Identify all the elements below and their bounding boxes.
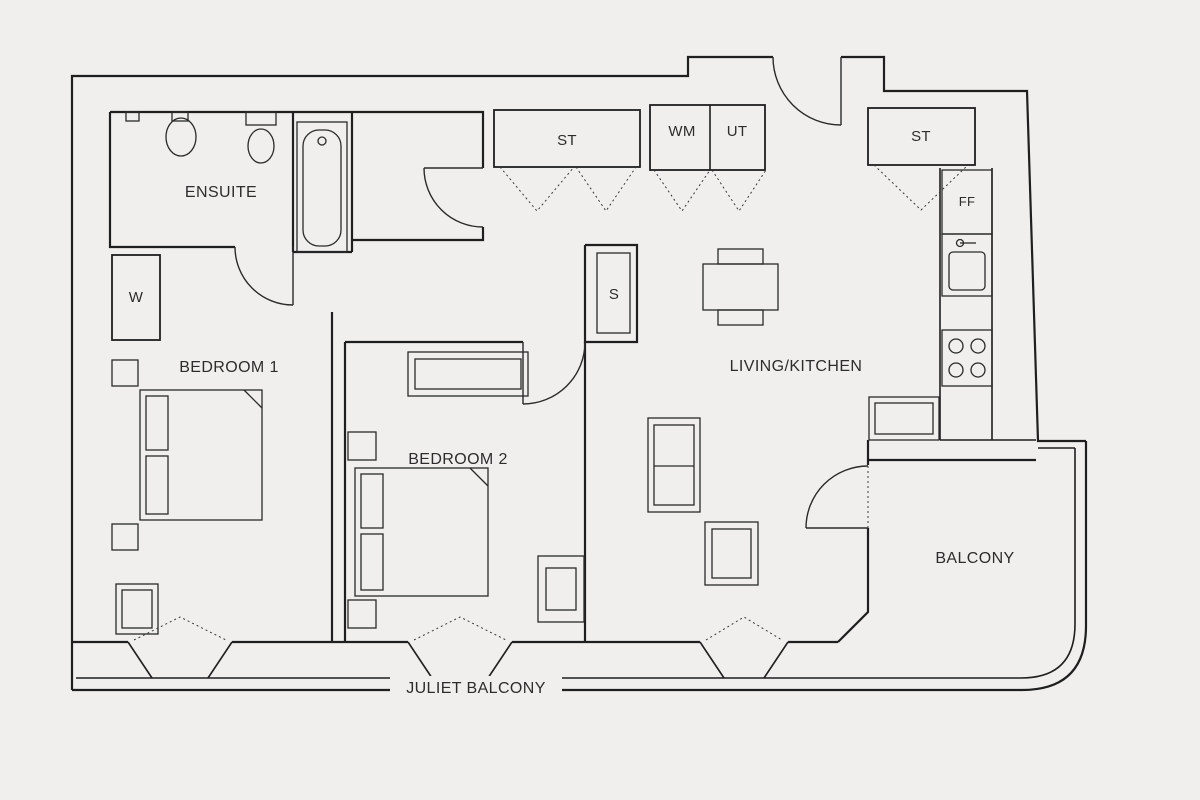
window-swing xyxy=(133,616,227,641)
cupboard-swing xyxy=(499,166,575,212)
storage-units xyxy=(493,104,976,334)
dining-table xyxy=(702,263,779,311)
balcony-outer-rail xyxy=(72,441,1088,692)
sink-unit xyxy=(941,233,993,297)
label-fridge-freezer: FF xyxy=(959,194,975,209)
nightstand xyxy=(111,359,139,387)
nightstand xyxy=(111,523,139,551)
bed2-pillow xyxy=(360,473,384,529)
shower-room-door xyxy=(423,167,484,228)
bed1 xyxy=(139,389,263,521)
label-wardrobe: W xyxy=(129,289,144,306)
outer-wall-top-right xyxy=(841,55,1086,443)
bathroom-fixtures xyxy=(125,111,348,253)
label-washing-machine: WM xyxy=(668,123,695,140)
bathtub-inner xyxy=(302,129,342,247)
ensuite-walls xyxy=(108,110,354,254)
window-bays xyxy=(127,641,789,679)
tv-unit-inner xyxy=(711,528,752,579)
sink-bowl xyxy=(948,251,986,291)
nightstand xyxy=(347,599,377,629)
cupboard-swing xyxy=(711,169,767,212)
dining-chair xyxy=(717,309,764,326)
juliet-label-bg xyxy=(390,676,562,698)
desk xyxy=(537,555,585,623)
bedroom2-door xyxy=(522,341,586,405)
nightstand xyxy=(347,431,377,461)
room-labels: ENSUITE W BEDROOM 1 BEDROOM 2 S ST WM UT… xyxy=(129,123,1014,698)
shelf-unit-inner xyxy=(653,424,695,506)
doors xyxy=(234,56,869,529)
label-living-kitchen: LIVING/KITCHEN xyxy=(730,358,863,375)
wardrobe-box xyxy=(111,254,161,341)
entrance-door xyxy=(772,56,842,126)
kitchen-fixtures xyxy=(868,169,993,441)
balcony-door xyxy=(805,465,869,529)
basin-tap xyxy=(171,111,189,122)
storage-hall-box xyxy=(493,109,641,168)
bed1-fold xyxy=(243,389,263,409)
bed1-pillow xyxy=(145,455,169,515)
hob-burner xyxy=(970,362,986,378)
toilet-bowl xyxy=(247,128,275,164)
outer-wall-left-top xyxy=(70,55,773,690)
dresser xyxy=(115,583,159,635)
furniture xyxy=(111,248,779,635)
dresser-inner xyxy=(121,589,153,629)
shower-room-walls xyxy=(352,110,485,242)
label-cupboard: S xyxy=(609,286,619,303)
cupboard-walls xyxy=(583,243,639,344)
dresser2-inner xyxy=(414,358,522,390)
tv-unit xyxy=(704,521,759,586)
cupboard-swing xyxy=(653,169,711,212)
label-ensuite: ENSUITE xyxy=(185,184,257,201)
label-bedroom2: BEDROOM 2 xyxy=(408,451,508,468)
bathtub xyxy=(296,121,348,253)
label-balcony: BALCONY xyxy=(935,550,1014,567)
window-swing xyxy=(413,616,507,641)
bed1-pillow xyxy=(145,395,169,451)
hob-burner xyxy=(970,338,986,354)
outer-walls xyxy=(70,55,1088,692)
bed2-fold xyxy=(469,467,489,487)
hob xyxy=(941,329,993,387)
window-swing xyxy=(705,616,783,641)
label-juliet-balcony: JULIET BALCONY xyxy=(406,680,546,697)
label-storage-kitchen: ST xyxy=(911,128,931,145)
hob-burner xyxy=(948,362,964,378)
toilet-cistern xyxy=(245,111,277,126)
desk-chair xyxy=(545,567,577,611)
label-utility: UT xyxy=(727,123,748,140)
bathtub-drain xyxy=(317,136,327,146)
cupboard-swing xyxy=(873,164,969,211)
basin xyxy=(165,117,197,157)
label-bedroom1: BEDROOM 1 xyxy=(179,359,279,376)
kitchen-cabinet xyxy=(868,396,940,441)
washer-utility-box xyxy=(649,104,766,171)
balcony-walls xyxy=(837,440,1036,643)
bed2-pillow xyxy=(360,533,384,591)
kitchen-cabinet-inner xyxy=(874,402,934,435)
dining-chair xyxy=(717,248,764,265)
cupboard-swing xyxy=(575,166,637,212)
bed2 xyxy=(354,467,489,597)
kitchen-counter-edge xyxy=(939,168,1036,441)
interior-walls xyxy=(72,110,1036,679)
window-indicators xyxy=(133,164,969,641)
balcony-inner-rail xyxy=(76,448,1076,679)
hob-burner xyxy=(948,338,964,354)
ensuite-door xyxy=(234,246,294,306)
cupboard-shelf xyxy=(596,252,631,334)
label-storage-hall: ST xyxy=(557,132,577,149)
dresser2 xyxy=(407,351,529,397)
shelf-unit xyxy=(647,417,701,513)
storage-kitchen-box xyxy=(867,107,976,166)
wall-fixture xyxy=(125,111,140,122)
bedroom2-walls xyxy=(343,340,587,642)
